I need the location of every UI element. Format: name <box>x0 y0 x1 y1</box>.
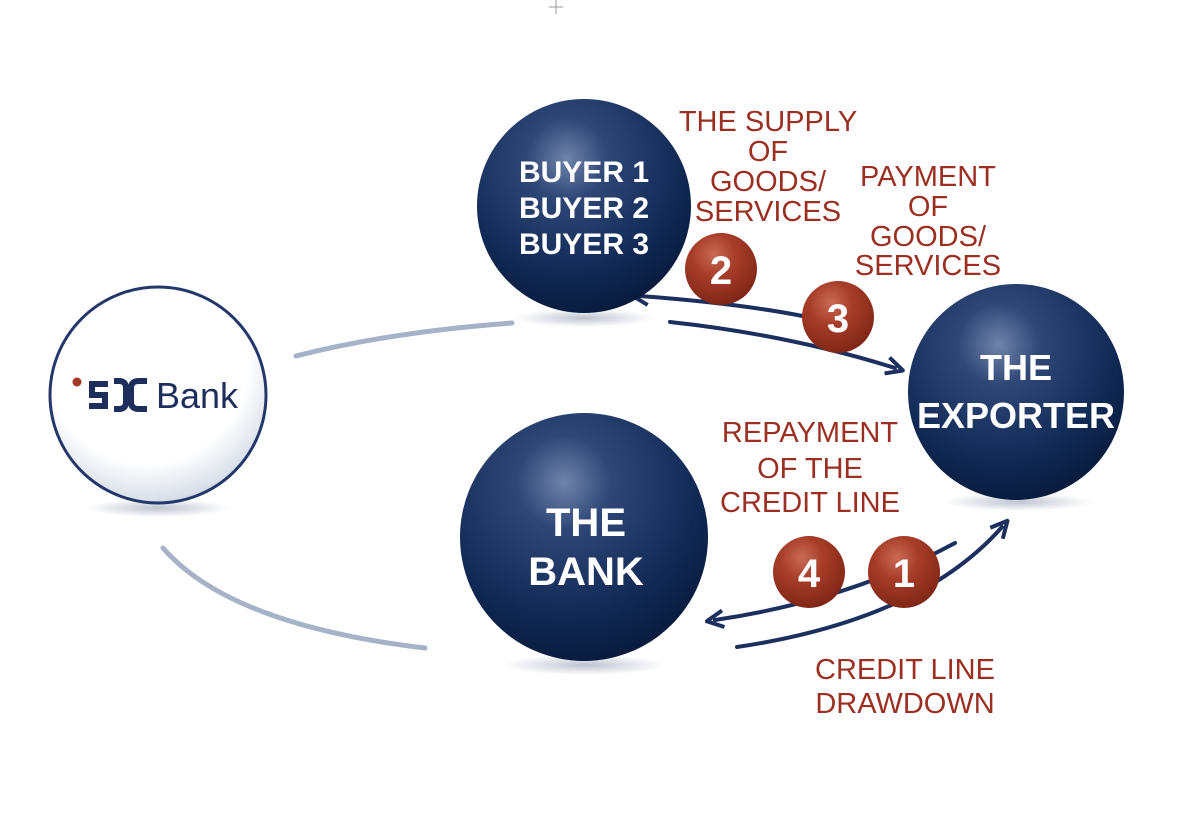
step-4-label-line-3: CREDIT LINE <box>720 487 900 519</box>
step-3-label-line-4: SERVICES <box>855 250 1001 282</box>
step-1-label: CREDIT LINE DRAWDOWN <box>815 654 995 720</box>
buyer-3-label: BUYER 3 <box>519 228 649 261</box>
step-3-number: 3 <box>827 297 849 341</box>
exporter-shadow <box>943 493 1093 511</box>
sid-bank-shadow <box>86 499 230 517</box>
step-3-label-line-1: PAYMENT <box>860 161 996 193</box>
step-1-number: 1 <box>893 552 915 596</box>
step-2-label: THE SUPPLY OF GOODS/ SERVICES <box>679 106 857 228</box>
bank-shadow <box>503 655 667 675</box>
buyers-shadow <box>514 309 654 327</box>
bank-node: THE BANK <box>460 413 708 661</box>
step-2-badge: 2 <box>685 233 757 305</box>
step-1-badge: 1 <box>868 536 940 608</box>
step-2-label-line-2: OF <box>748 136 788 168</box>
step-1-label-line-1: CREDIT LINE <box>815 654 995 686</box>
step-4-label-line-2: OF THE <box>757 453 863 485</box>
exporter-node: THE EXPORTER <box>908 284 1124 500</box>
step-2-label-line-3: GOODS/ <box>710 166 827 198</box>
step-4-label-line-1: REPAYMENT <box>722 417 898 449</box>
step-4-number: 4 <box>798 552 821 596</box>
exporter-label-line-1: THE <box>980 347 1052 388</box>
step-4-label: REPAYMENT OF THE CREDIT LINE <box>720 417 900 519</box>
step-3-label-line-2: OF <box>908 191 948 223</box>
exporter-label-line-2: EXPORTER <box>917 395 1115 436</box>
step-2-label-line-4: SERVICES <box>695 196 841 228</box>
buyers-node: BUYER 1 BUYER 2 BUYER 3 <box>477 99 691 313</box>
arrow-payment-to-exporter <box>668 320 895 368</box>
step-1-label-line-2: DRAWDOWN <box>815 688 994 720</box>
buyer-2-label: BUYER 2 <box>519 192 649 225</box>
step-2-number: 2 <box>710 249 732 293</box>
sid-logo-word: Bank <box>156 375 239 416</box>
logo-dot-icon <box>72 377 82 387</box>
bank-label-line-2: BANK <box>528 550 644 594</box>
step-3-label: PAYMENT OF GOODS/ SERVICES <box>855 161 1001 282</box>
step-2-label-line-1: THE SUPPLY <box>679 106 857 138</box>
sid-bank-node: Bank <box>48 285 268 505</box>
sid-logo-mark-icon <box>89 378 147 412</box>
crosshair-mark <box>549 0 563 14</box>
ring-segment-bottom <box>160 545 428 651</box>
step-4-badge: 4 <box>773 536 845 608</box>
step-3-label-line-3: GOODS/ <box>870 221 987 253</box>
buyer-1-label: BUYER 1 <box>519 156 649 189</box>
ring-segment-top <box>293 320 515 359</box>
bank-label-line-1: THE <box>546 501 626 545</box>
step-3-badge: 3 <box>802 281 874 353</box>
